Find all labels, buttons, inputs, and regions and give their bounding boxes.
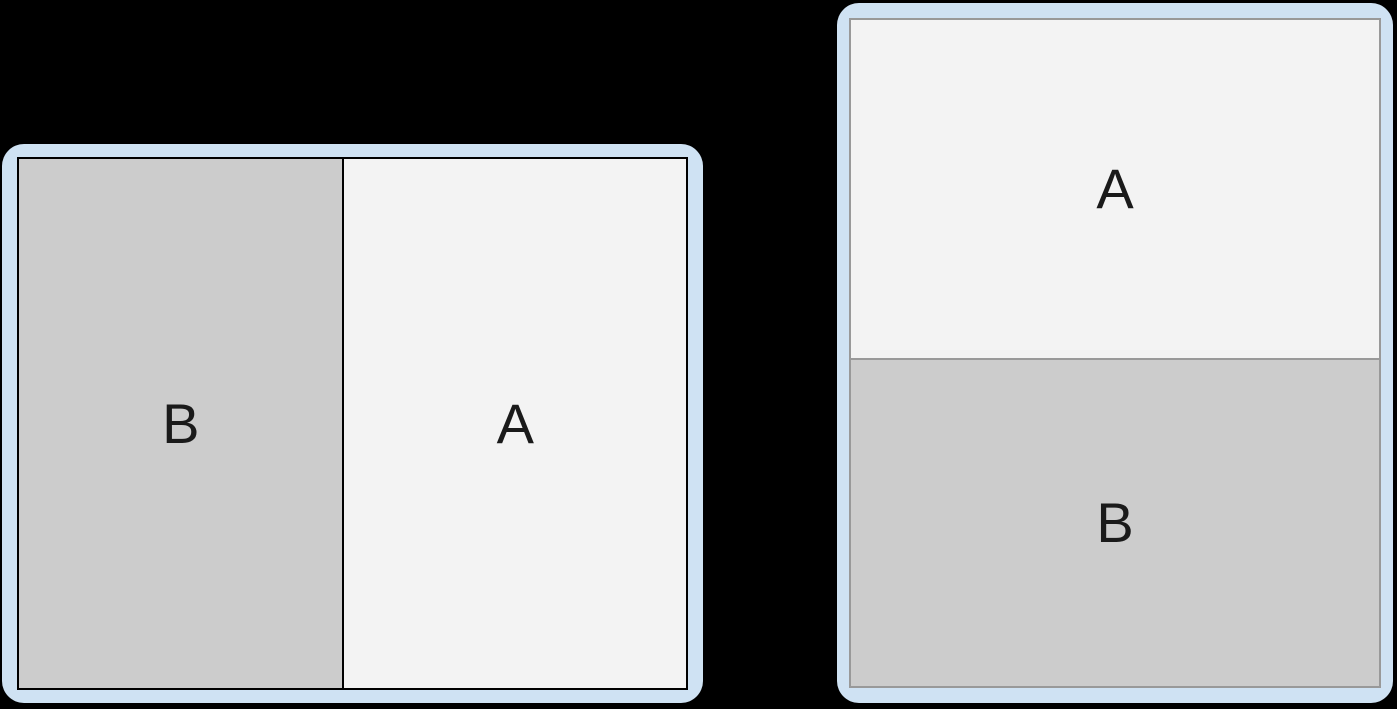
device-frame-portrait: A B — [837, 3, 1393, 703]
device-screen-landscape: B A — [17, 157, 688, 690]
pane-a-right: A — [344, 159, 686, 688]
pane-label-a: A — [1096, 156, 1134, 220]
pane-label-a: A — [496, 391, 534, 455]
pane-label-b: B — [162, 391, 200, 455]
pane-b-left: B — [19, 159, 345, 688]
device-screen-portrait: A B — [849, 18, 1381, 688]
pane-b-bottom: B — [851, 359, 1379, 686]
pane-a-top: A — [851, 20, 1379, 360]
pane-label-b: B — [1096, 490, 1134, 554]
device-frame-landscape: B A — [2, 144, 703, 703]
